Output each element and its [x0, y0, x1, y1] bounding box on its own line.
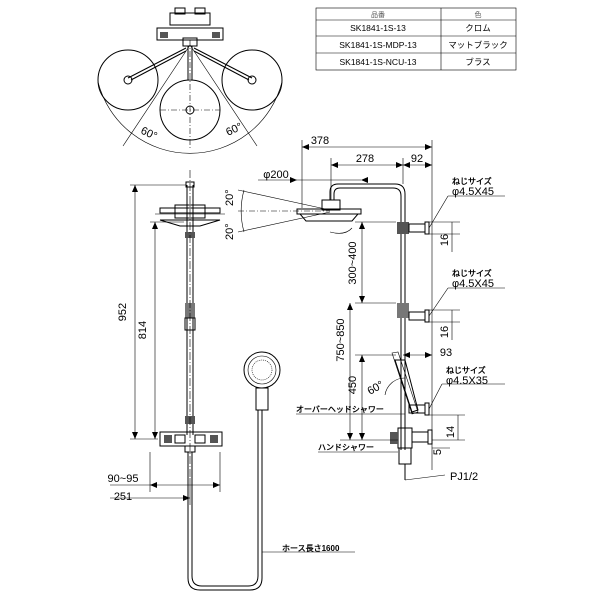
- dim-251: 251: [114, 491, 132, 503]
- dim-300-400: 300~400: [347, 241, 359, 284]
- dim-16: 16: [439, 326, 451, 338]
- dim-93: 93: [440, 347, 452, 359]
- dim-92: 92: [411, 153, 423, 165]
- hand-shower-label: ハンドシャワー: [318, 443, 374, 452]
- screw-size-value: φ4.5X45: [452, 186, 494, 198]
- dim-952: 952: [117, 303, 129, 321]
- screw-size-value: φ4.5X35: [446, 375, 488, 387]
- screw-size-title: ねじサイズ: [452, 176, 492, 186]
- angle-label: 20°: [224, 223, 236, 240]
- side-view: 20° 20° 378: [224, 135, 505, 483]
- pj-connection-label: PJ1/2: [450, 471, 478, 483]
- table-row-color: マットブラック: [448, 40, 508, 50]
- table-header-model: 品番: [371, 11, 385, 19]
- dim-750-850: 750~850: [335, 318, 347, 361]
- dim-90-95: 90~95: [108, 473, 139, 485]
- spec-table: 品番 色 SK1841-1S-13 クロム SK1841-1S-MDP-13 マ…: [315, 7, 517, 71]
- dim-16: 16: [439, 234, 451, 246]
- dim-378: 378: [311, 135, 329, 147]
- dim-5: 5: [432, 449, 444, 455]
- screw-size-value: φ4.5X45: [452, 278, 494, 290]
- table-row-model: SK1841-1S-MDP-13: [339, 40, 417, 50]
- table-row-model: SK1841-1S-13: [350, 23, 406, 33]
- table-row-color: クロム: [465, 23, 491, 33]
- table-row-model: SK1841-1S-NCU-13: [339, 57, 416, 67]
- top-view: 60° 60°: [97, 7, 283, 154]
- dim-200: φ200: [263, 169, 289, 181]
- angle-label: 60°: [366, 379, 386, 398]
- table-header-color: 色: [475, 10, 482, 19]
- overhead-shower-label: オーバーヘッドシャワー: [296, 405, 384, 414]
- dim-814: 814: [137, 321, 149, 339]
- dim-278: 278: [356, 153, 374, 165]
- angle-label: 60°: [224, 121, 244, 139]
- screw-size-title: ねじサイズ: [452, 268, 492, 278]
- table-row-color: ブラス: [465, 57, 490, 67]
- screw-size-title: ねじサイズ: [446, 365, 486, 375]
- angle-label: 20°: [224, 189, 236, 206]
- front-view: 952 814 90~95 251 ホース長さ1600: [108, 170, 355, 591]
- hose-length-label: ホース長さ1600: [282, 544, 340, 553]
- dim-14: 14: [445, 426, 457, 438]
- dim-450: 450: [347, 376, 359, 394]
